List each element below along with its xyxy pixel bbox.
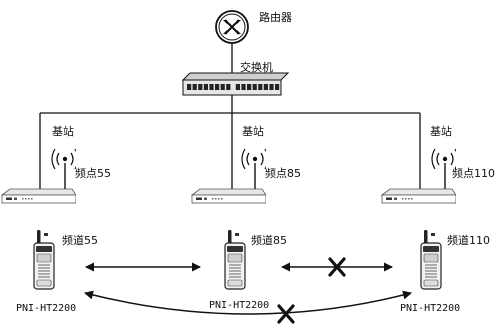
station-frequency: 频点110 [452, 166, 495, 180]
station-label: 基站 [430, 124, 452, 138]
network-links [39, 95, 421, 193]
radio-channel: 频道85 [251, 233, 287, 247]
radio-model: PNI-HT2200 [209, 300, 269, 311]
station-label: 基站 [52, 124, 74, 138]
switch-port [203, 84, 208, 90]
switch-port [263, 84, 268, 90]
radio-icon [224, 230, 246, 290]
blocked-x-icon [277, 304, 295, 324]
station-frequency: 频点85 [265, 166, 301, 180]
radio-2: 频道85 PNI-HT2200 [209, 230, 287, 311]
radio-model: PNI-HT2200 [400, 303, 460, 314]
switch-port [269, 84, 274, 90]
switch-port [275, 84, 280, 90]
switch-port [198, 84, 203, 90]
switch: 交换机 [181, 60, 290, 96]
switch-port [192, 84, 197, 90]
switch-port [241, 84, 246, 90]
switch-port [235, 84, 240, 90]
switch-port [215, 84, 220, 90]
radio-1: 频道55 PNI-HT2200 [16, 230, 98, 314]
base-station-2: 基站 频点85 [191, 124, 301, 204]
base-station-3: 基站 频点110 [381, 124, 495, 204]
switch-port [209, 84, 214, 90]
switch-port [252, 84, 257, 90]
router-icon [215, 10, 249, 44]
switch-port [187, 84, 192, 90]
station-frequency: 频点55 [75, 166, 111, 180]
router-label: 路由器 [259, 10, 292, 24]
router: 路由器 [215, 10, 292, 44]
switch-icon [181, 72, 290, 96]
switch-port [226, 84, 231, 90]
base-station-1: 基站 频点55 [1, 124, 111, 204]
radio-3: 频道110 PNI-HT2200 [400, 230, 490, 314]
switch-label: 交换机 [240, 60, 273, 74]
station-label: 基站 [242, 124, 264, 138]
link-radio1-radio3 [84, 290, 412, 315]
radio-icon [33, 230, 55, 290]
radio-model: PNI-HT2200 [16, 303, 76, 314]
radio-icon [420, 230, 442, 290]
switch-port [258, 84, 263, 90]
blocked-x-icon [328, 257, 346, 277]
switch-port [247, 84, 252, 90]
radio-channel: 频道55 [62, 233, 98, 247]
radio-channel: 频道110 [447, 233, 490, 247]
switch-port [220, 84, 225, 90]
